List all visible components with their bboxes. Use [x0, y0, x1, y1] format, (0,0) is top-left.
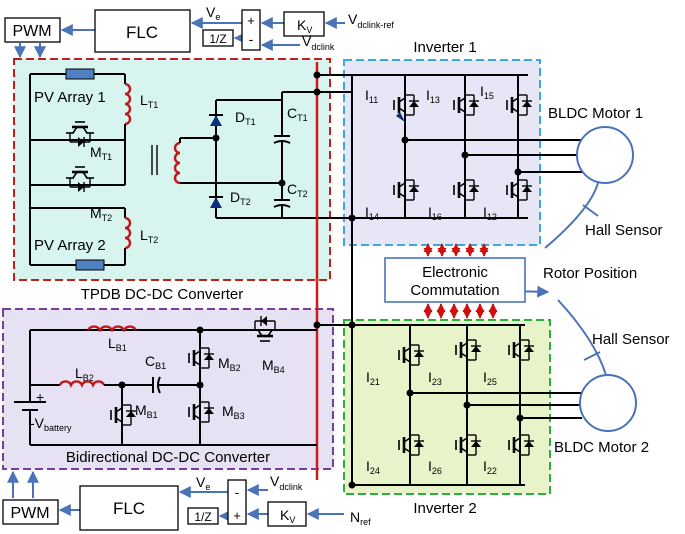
motor1-label: BLDC Motor 1 [548, 105, 643, 122]
svg-text:MB3: MB3 [222, 403, 245, 421]
svg-text:CB1: CB1 [145, 353, 166, 371]
svg-text:LB1: LB1 [108, 335, 127, 353]
bidir-region [2, 308, 334, 470]
inverter1-label: Inverter 1 [413, 39, 476, 56]
svg-text:Vdclink-ref: Vdclink-ref [348, 11, 394, 30]
hall1-label: Hall Sensor [585, 222, 663, 239]
svg-text:LT2: LT2 [140, 227, 158, 245]
svg-text:Ve: Ve [196, 474, 210, 492]
tpdb-label: TPDB DC-DC Converter [81, 286, 244, 303]
svg-text:Ve: Ve [206, 4, 220, 22]
svg-text:-: - [249, 31, 254, 47]
inductor-lb1 [86, 325, 138, 333]
svg-text:CT1: CT1 [287, 105, 308, 123]
diode-dt2 [210, 197, 222, 208]
hall2-label: Hall Sensor [592, 331, 670, 348]
svg-text:KV: KV [280, 507, 295, 525]
svg-text:I23: I23 [428, 369, 442, 387]
invz-top-box [202, 29, 234, 47]
inductor-lb2 [58, 380, 106, 388]
svg-text:I16: I16 [428, 204, 442, 222]
svg-text:I21: I21 [366, 369, 380, 387]
inverter2-label: Inverter 2 [413, 500, 476, 517]
motor2-label: BLDC Motor 2 [554, 439, 649, 456]
pwm-bottom-label: PWM [10, 505, 49, 522]
svg-text:I13: I13 [426, 87, 440, 105]
kv-top-box [283, 11, 325, 37]
flc-bottom-label: FLC [113, 499, 145, 518]
svg-text:KV: KV [297, 17, 312, 35]
pv-array-2-block [75, 259, 105, 271]
svg-text:Vdclink: Vdclink [270, 473, 303, 492]
transformer-secondary [173, 141, 181, 185]
flc-bottom-box [79, 485, 179, 531]
electronic-commutation-box [384, 257, 526, 303]
svg-text:I24: I24 [366, 458, 380, 476]
pv2-label: PV Array 2 [34, 237, 106, 254]
pwm-bottom-box [2, 499, 59, 525]
bldc-motor-1 [576, 126, 634, 184]
sum-top-box [241, 9, 261, 51]
svg-text:MT2: MT2 [90, 205, 112, 223]
pv1-label: PV Array 1 [34, 89, 106, 106]
svg-text:Nref: Nref [350, 509, 371, 527]
svg-text:MB2: MB2 [218, 355, 241, 373]
tpdb-region [13, 58, 331, 281]
svg-text:MB4: MB4 [262, 357, 285, 375]
inductor-lt1 [124, 82, 132, 126]
pwm-top-box [4, 17, 61, 43]
pv-array-1-block [65, 68, 95, 80]
svg-text:I26: I26 [428, 458, 442, 476]
inverter1-region [343, 59, 541, 246]
svg-text:+: + [36, 389, 44, 405]
invz-top-label: 1/Z [209, 32, 226, 46]
svg-text:1/Z: 1/Z [194, 510, 211, 524]
svg-text:I25: I25 [483, 369, 497, 387]
svg-text:I14: I14 [365, 204, 379, 222]
flc-top-label: FLC [126, 23, 158, 42]
svg-text:MT1: MT1 [90, 144, 112, 162]
diode-dt1 [210, 115, 222, 126]
svg-text:I22: I22 [483, 458, 497, 476]
svg-text:DT2: DT2 [230, 189, 251, 207]
invz-bottom-box [187, 507, 219, 525]
svg-text:Vdclink: Vdclink [302, 33, 335, 52]
flc-top-box [94, 9, 191, 53]
bidir-label: Bidirectional DC-DC Converter [66, 449, 270, 466]
svg-text:I11: I11 [365, 87, 378, 105]
ec-line1: Electronic [422, 264, 488, 281]
svg-text:CT2: CT2 [287, 181, 308, 199]
rotor-label: Rotor Position [543, 265, 637, 282]
inductor-lt2 [124, 216, 132, 250]
sum-bottom-box [227, 479, 247, 525]
svg-text:I15: I15 [480, 83, 494, 101]
svg-text:LB2: LB2 [75, 365, 94, 383]
svg-text:DT1: DT1 [235, 109, 256, 127]
pwm-top-label: PWM [12, 23, 51, 40]
kv-bottom-box [267, 501, 307, 527]
bldc-motor-2 [579, 374, 637, 432]
svg-text:-Vbattery: -Vbattery [30, 415, 72, 433]
svg-text:LT1: LT1 [140, 92, 158, 110]
svg-text:+: + [233, 508, 241, 523]
svg-text:I12: I12 [483, 204, 497, 222]
ec-line2: Commutation [410, 282, 499, 299]
inverter2-region [343, 319, 551, 495]
svg-text:MB1: MB1 [135, 402, 158, 420]
svg-text:+: + [247, 13, 255, 28]
svg-text:-: - [235, 484, 240, 500]
